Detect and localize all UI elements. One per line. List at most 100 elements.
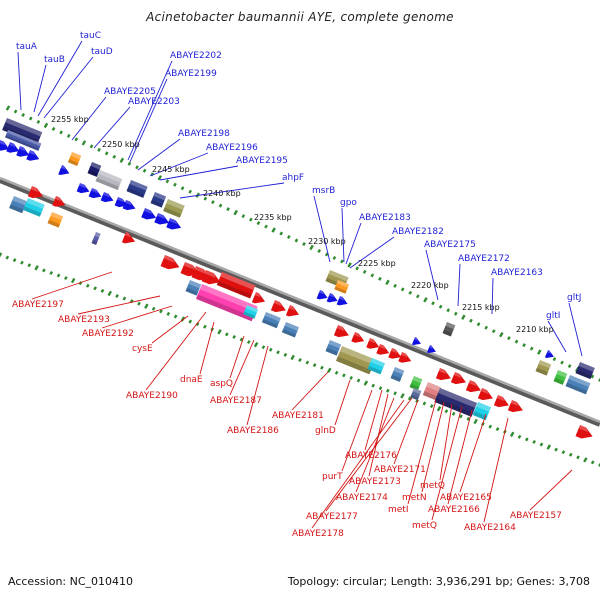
tick-dot <box>49 270 54 275</box>
feature-block <box>47 212 64 228</box>
forward-gene-label: ABAYE2205 <box>104 87 156 97</box>
forward-gene-label: tauC <box>80 31 101 41</box>
reverse-arrow <box>52 196 66 207</box>
tick-dot <box>294 238 299 243</box>
tick-dot <box>188 319 193 324</box>
feature-block <box>442 322 456 337</box>
leader-line <box>179 182 285 199</box>
tick-dot <box>473 418 478 425</box>
feature-block <box>410 388 422 401</box>
forward-arrow <box>326 293 338 303</box>
tick-dot <box>159 309 163 314</box>
tick-dot <box>590 460 595 465</box>
reverse-gene-label: ABAYE2181 <box>272 411 324 421</box>
tick-dot <box>507 336 511 341</box>
tick-dot <box>51 126 56 131</box>
tick-dot <box>393 391 397 396</box>
feature-block <box>243 305 259 319</box>
upper-dot-row <box>5 105 600 382</box>
tick-dot <box>309 244 314 251</box>
tick-dot <box>239 337 244 342</box>
forward-arrow <box>6 142 20 153</box>
feature-block <box>334 280 350 294</box>
leader-line <box>229 339 255 396</box>
tick-dot <box>524 437 529 442</box>
leader-line <box>439 403 453 481</box>
tick-dot <box>85 283 90 288</box>
tick-dot <box>107 290 112 297</box>
tick-dot <box>217 329 222 335</box>
forward-gene-label: tauB <box>44 55 65 65</box>
tick-dot <box>97 147 101 152</box>
leader-line <box>93 106 131 149</box>
leader-line <box>151 315 189 344</box>
tick-dot <box>349 375 354 380</box>
feature-block <box>434 388 478 417</box>
leader-lines <box>17 40 583 529</box>
feature-block <box>23 198 45 217</box>
leader-line <box>393 399 419 465</box>
tick-dot <box>64 276 68 281</box>
tick-dot <box>253 341 259 348</box>
forward-arrow <box>412 337 421 346</box>
tick-dot <box>157 175 163 181</box>
tick-dot <box>264 224 268 229</box>
tick-dot <box>135 165 139 170</box>
reverse-arrow <box>121 232 136 244</box>
scale-tick-label: 2225 kbp <box>358 259 396 268</box>
reverse-gene-label: purT <box>322 472 343 482</box>
tick-dot <box>233 209 238 216</box>
forward-gene-label: ABAYE2202 <box>170 51 222 61</box>
tick-dot <box>583 457 588 463</box>
leader-line <box>334 379 351 426</box>
reverse-arrow <box>270 300 286 313</box>
tick-dot <box>290 354 295 361</box>
tick-dot <box>332 255 337 260</box>
tick-dot <box>21 112 26 117</box>
tick-dot <box>385 388 390 393</box>
reverse-gene-label: dnaE <box>180 375 203 385</box>
tick-dot <box>355 266 359 271</box>
forward-gene-label: ABAYE2199 <box>165 69 217 79</box>
feature-block <box>185 280 202 296</box>
scale-tick-label: 2235 kbp <box>254 213 292 222</box>
reverse-gene-label: ABAYE2166 <box>428 505 480 515</box>
forward-arrow <box>316 290 328 300</box>
tick-dot <box>5 105 11 111</box>
leader-line <box>71 96 107 141</box>
feature-block <box>9 196 27 214</box>
forward-gene-label: ABAYE2183 <box>359 213 411 223</box>
reverse-arrow <box>507 400 523 413</box>
tick-dot <box>20 260 24 265</box>
leader-line <box>355 397 395 493</box>
scale-tick-label: 2255 kbp <box>51 115 89 124</box>
accession-text: Accession: NC_010410 <box>8 575 134 588</box>
feature-block <box>216 272 256 299</box>
tick-dot <box>271 227 276 233</box>
tick-dot <box>385 279 390 286</box>
tick-dot <box>42 268 46 273</box>
reverse-arrow <box>398 352 412 363</box>
feature-block <box>5 130 42 151</box>
forward-gene-label: ABAYE2196 <box>206 143 258 153</box>
tick-dot <box>211 200 215 205</box>
feature-block <box>535 360 552 376</box>
feature-layer <box>0 118 595 439</box>
leader-line <box>349 236 395 269</box>
reverse-arrow <box>493 395 509 408</box>
leader-line <box>31 271 113 300</box>
tick-dot <box>203 324 207 329</box>
leader-line <box>447 409 473 505</box>
tick-dot <box>363 380 369 386</box>
forward-arrow <box>336 296 348 306</box>
feature-block <box>422 382 441 401</box>
tick-dot <box>166 311 171 316</box>
forward-gene-label: msrB <box>312 186 335 196</box>
scale-tick-label: 2210 kbp <box>516 325 554 334</box>
feature-block <box>472 402 491 421</box>
tick-dot <box>173 314 178 319</box>
tick-dot <box>286 235 291 240</box>
forward-arrow <box>154 213 170 225</box>
